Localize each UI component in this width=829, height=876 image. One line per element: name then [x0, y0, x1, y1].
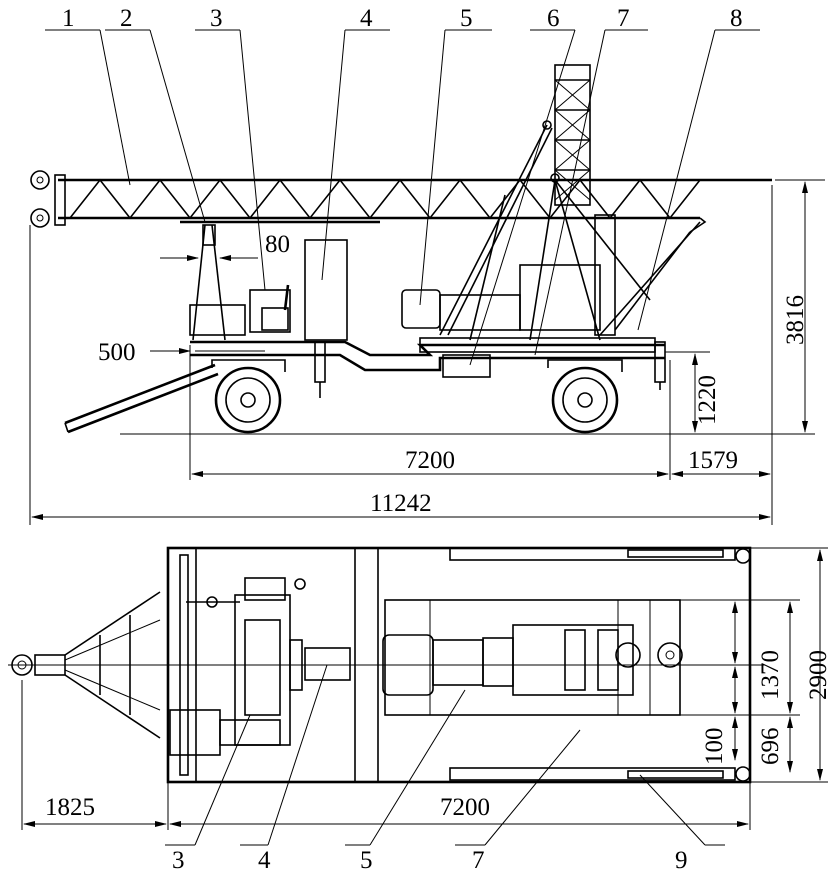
- struts: [439, 120, 701, 341]
- callout-5: 5: [460, 5, 473, 32]
- side-view: 1 2 3 4 5 6 7 8 80 500 3816 1220: [29, 5, 825, 525]
- wheels: [211, 359, 623, 434]
- winch-plan: [169, 577, 306, 756]
- callouts-side: 1 2 3 4 5 6 7 8: [45, 5, 760, 366]
- tow-triangle: [11, 591, 161, 739]
- callout-plan-3: 3: [172, 847, 185, 874]
- dim-plan-frame-length: 7200: [440, 794, 490, 821]
- dim-edge-offset: 100: [701, 728, 728, 766]
- callout-2: 2: [120, 5, 133, 32]
- water-tank: [442, 354, 491, 378]
- dim-rail-offset: 696: [757, 728, 784, 766]
- callout-7: 7: [617, 5, 630, 32]
- dim-total-length: 11242: [370, 490, 432, 517]
- dim-frame-height: 1220: [694, 375, 721, 425]
- dim-drawbar: 1825: [45, 794, 95, 821]
- callout-plan-9: 9: [675, 847, 688, 874]
- engine: [401, 264, 656, 353]
- callout-8: 8: [730, 5, 743, 32]
- plan-frame: [8, 546, 765, 784]
- callout-plan-7: 7: [472, 847, 485, 874]
- dimensions-plan: 1825 7200 1370 2900 100 696: [21, 547, 829, 830]
- dim-total-width: 2900: [805, 650, 829, 700]
- callout-plan-5: 5: [360, 847, 373, 874]
- trailer-frame: [190, 340, 666, 398]
- a-frame: [192, 224, 226, 341]
- control-box-plan: [304, 647, 351, 681]
- rail-top: [449, 547, 736, 561]
- engine-plan: [382, 599, 683, 716]
- callouts-plan: 3 4 5 7 9: [165, 664, 725, 874]
- dim-inner-width: 1370: [757, 650, 784, 700]
- mast: [554, 64, 591, 206]
- callout-3: 3: [210, 5, 223, 32]
- dim-gap: 80: [265, 231, 290, 258]
- tow-bar: [64, 363, 219, 434]
- dim-overhang: 1579: [688, 447, 738, 474]
- winch: [189, 284, 291, 336]
- callout-6: 6: [547, 5, 560, 32]
- plan-view: 3 4 5 7 9 1825 7200 1370 2900 1: [8, 546, 829, 874]
- dim-total-height: 3816: [782, 295, 809, 345]
- dimensions-side: 80 500 3816 1220 7200 1579 11242: [29, 179, 825, 525]
- rail-bottom: [449, 767, 736, 781]
- control-box: [304, 239, 348, 341]
- dim-offset: 500: [98, 339, 136, 366]
- dim-frame-length: 7200: [405, 447, 455, 474]
- callout-plan-4: 4: [258, 847, 271, 874]
- callout-4: 4: [360, 5, 373, 32]
- callout-1: 1: [62, 5, 75, 32]
- boom-truss: [30, 170, 772, 233]
